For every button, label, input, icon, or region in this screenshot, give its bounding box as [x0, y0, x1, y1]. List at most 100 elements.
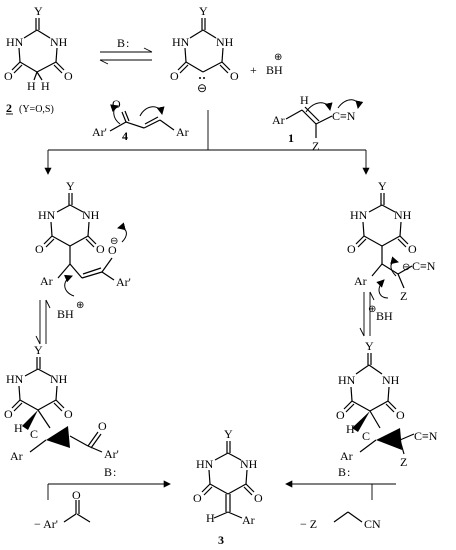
atom-label: Y: [378, 179, 387, 193]
barbiturate-anion: Y HN NH O O ⊖: [170, 4, 239, 95]
compound-1-arylidene-nitrile: H Ar C≡N Z 1: [272, 93, 364, 153]
lone-pair: :: [126, 36, 129, 50]
compound-4-enone: O Ar' Ar 4: [92, 97, 189, 143]
right-bottom-intermediate: Y HN NH O O H C Ar C≡N Z: [336, 339, 438, 469]
atom-label: NH: [240, 457, 258, 471]
atom-label: H: [14, 421, 23, 435]
atom-label: O: [396, 408, 405, 422]
atom-label: H: [346, 422, 355, 436]
protonated-base: ⊕ BH: [266, 52, 283, 77]
atom-label: O: [35, 242, 44, 256]
atom-label: Ar: [354, 274, 367, 288]
lone-pair: :: [347, 465, 350, 479]
atom-label: Z: [400, 455, 407, 469]
atom-label: O: [96, 242, 105, 256]
atom-label: C: [30, 427, 38, 441]
compound-2-barbituric-acid: Y HN NH O O H H 2 (Y=O,S): [4, 4, 73, 115]
byproduct-label: − Ar': [34, 517, 58, 531]
atom-label: Y: [224, 427, 233, 441]
atom-label: HN: [6, 35, 24, 49]
elimination-arrow-left: B : − Ar' O: [34, 465, 171, 531]
atom-label: NH: [394, 208, 412, 222]
atom-label: Ar': [104, 447, 119, 461]
svg-text:⊕: ⊕: [76, 300, 84, 311]
atom-label: H: [41, 79, 50, 93]
atom-label: HN: [196, 457, 214, 471]
lone-pair: :: [113, 465, 116, 479]
negative-charge: ⊖: [197, 81, 207, 95]
atom-label: HN: [6, 372, 24, 386]
atom-label: O: [64, 407, 73, 421]
atom-label: HN: [350, 208, 368, 222]
atom-label: Y: [199, 4, 208, 18]
reagent-base: B: [117, 36, 125, 50]
michael-adduct-nitrile: Y HN NH O O Ar C≡N Z ⊖ BH ⊕: [347, 179, 436, 323]
atom-label: O: [4, 69, 13, 83]
atom-label: O: [336, 408, 345, 422]
atom-label: C≡N: [412, 259, 436, 273]
negative-charge: ⊖: [110, 236, 118, 247]
atom-label: CN: [364, 517, 381, 531]
byproduct-label: − Z: [300, 517, 317, 531]
atom-label: C≡N: [414, 429, 438, 443]
atom-label: C: [362, 429, 370, 443]
atom-label: Y: [34, 4, 43, 18]
atom-label: BH: [376, 309, 393, 323]
reagent-base: B: [104, 465, 112, 479]
compound-3-product: Y HN NH O O H Ar 3: [193, 427, 263, 547]
atom-label: O: [98, 419, 107, 433]
left-equilibrium-arrows: [35, 299, 51, 345]
atom-label: HN: [338, 373, 356, 387]
atom-label: BH: [57, 307, 74, 321]
atom-label: Ar: [340, 449, 353, 463]
atom-label: Y: [365, 339, 374, 353]
atom-label: NH: [216, 35, 234, 49]
atom-label: Ar': [116, 275, 131, 289]
atom-label: C≡N: [332, 109, 356, 123]
atom-label: O: [170, 69, 179, 83]
atom-label: O: [408, 242, 417, 256]
compound-number: 4: [122, 129, 128, 143]
elimination-arrow-right: B : − Z CN: [285, 465, 396, 531]
atom-label: HN: [172, 35, 190, 49]
compound-number: 2: [6, 101, 12, 115]
atom-label: H: [300, 93, 309, 107]
atom-label: NH: [82, 208, 100, 222]
atom-label: O: [254, 491, 263, 505]
atom-label: H: [206, 511, 215, 525]
svg-text:⊕: ⊕: [274, 52, 282, 63]
plus-sign: +: [250, 63, 257, 77]
atom-label: Z: [312, 139, 319, 153]
atom-label: O: [4, 407, 13, 421]
atom-label: Y: [66, 179, 75, 193]
right-equilibrium-arrows: [359, 291, 375, 337]
atom-label: O: [112, 97, 121, 111]
compound-number: 1: [288, 131, 294, 145]
atom-label: NH: [50, 372, 68, 386]
atom-label: Ar': [92, 125, 107, 139]
byproduct-ketone: − Ar' O: [34, 488, 91, 531]
negative-charge: ⊖: [402, 262, 410, 273]
atom-label: O: [193, 491, 202, 505]
atom-label: O: [64, 69, 73, 83]
atom-label: Ar: [10, 449, 23, 463]
compound-note: (Y=O,S): [19, 104, 54, 115]
atom-label: Ar: [176, 125, 189, 139]
svg-text:⊕: ⊕: [368, 304, 376, 315]
byproduct-nitrile: − Z CN: [300, 511, 381, 531]
atom-label: BH: [266, 63, 283, 77]
atom-label: H: [27, 79, 36, 93]
atom-label: NH: [382, 373, 400, 387]
left-bottom-intermediate: Y HN NH O O H C Ar O Ar': [4, 343, 119, 463]
michael-adduct-enolate: Y HN NH O O Ar O ⊖ Ar' BH ⊕: [35, 179, 131, 321]
atom-label: Ar: [242, 513, 255, 527]
branch-arrows: [44, 110, 370, 175]
atom-label: NH: [50, 35, 68, 49]
atom-label: HN: [38, 208, 56, 222]
atom-label: Ar: [40, 274, 53, 288]
compound-number: 3: [218, 533, 224, 547]
atom-label: O: [72, 488, 81, 502]
equilibrium-arrow-deprotonation: B :: [99, 36, 153, 65]
atom-label: Y: [34, 343, 43, 357]
